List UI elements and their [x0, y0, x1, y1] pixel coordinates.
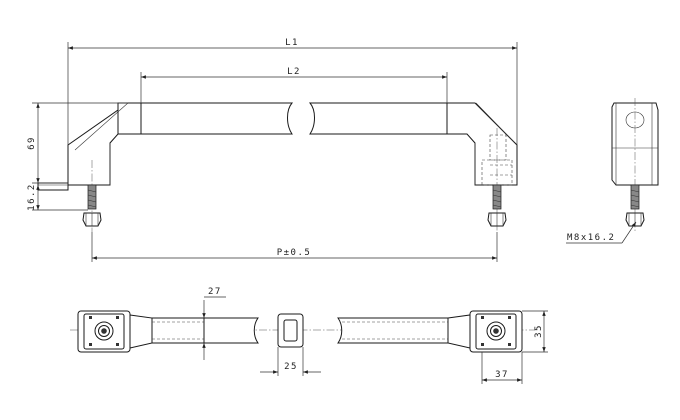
top-middle-section: 25 [260, 313, 321, 376]
handle-bar-left-long [140, 102, 294, 135]
label-thread: M8x16.2 [567, 233, 615, 243]
dim-27: 27 [202, 287, 226, 360]
label-16-2: 16.2 [27, 183, 37, 211]
dim-16-2: 16.2 [27, 183, 88, 211]
label-w37: 37 [495, 370, 509, 380]
label-L1: L1 [285, 38, 299, 48]
top-right-end [447, 310, 523, 353]
side-view: M8x16.2 [566, 98, 659, 244]
label-69: 69 [27, 136, 37, 150]
front-view: L1 L2 69 16.2 P±0.5 [27, 38, 518, 262]
dim-L1: L1 [67, 38, 518, 145]
label-pitch: P±0.5 [277, 248, 312, 258]
label-w27: 27 [208, 287, 222, 297]
label-L2: L2 [287, 67, 301, 77]
label-h35: 35 [534, 324, 544, 338]
left-screw [82, 160, 102, 232]
dim-pitch: P±0.5 [91, 232, 498, 262]
dim-69: 69 [27, 102, 128, 184]
label-w25: 25 [284, 362, 298, 372]
top-left-end [77, 310, 153, 353]
dim-35: 35 [522, 310, 548, 353]
dim-L2: L2 [140, 67, 448, 103]
handle-bar-left [117, 102, 142, 135]
right-screw [481, 128, 513, 232]
dim-37: 37 [481, 352, 523, 384]
handle-bar-right-long [308, 102, 448, 135]
top-view: 25 27 3 [70, 287, 548, 384]
